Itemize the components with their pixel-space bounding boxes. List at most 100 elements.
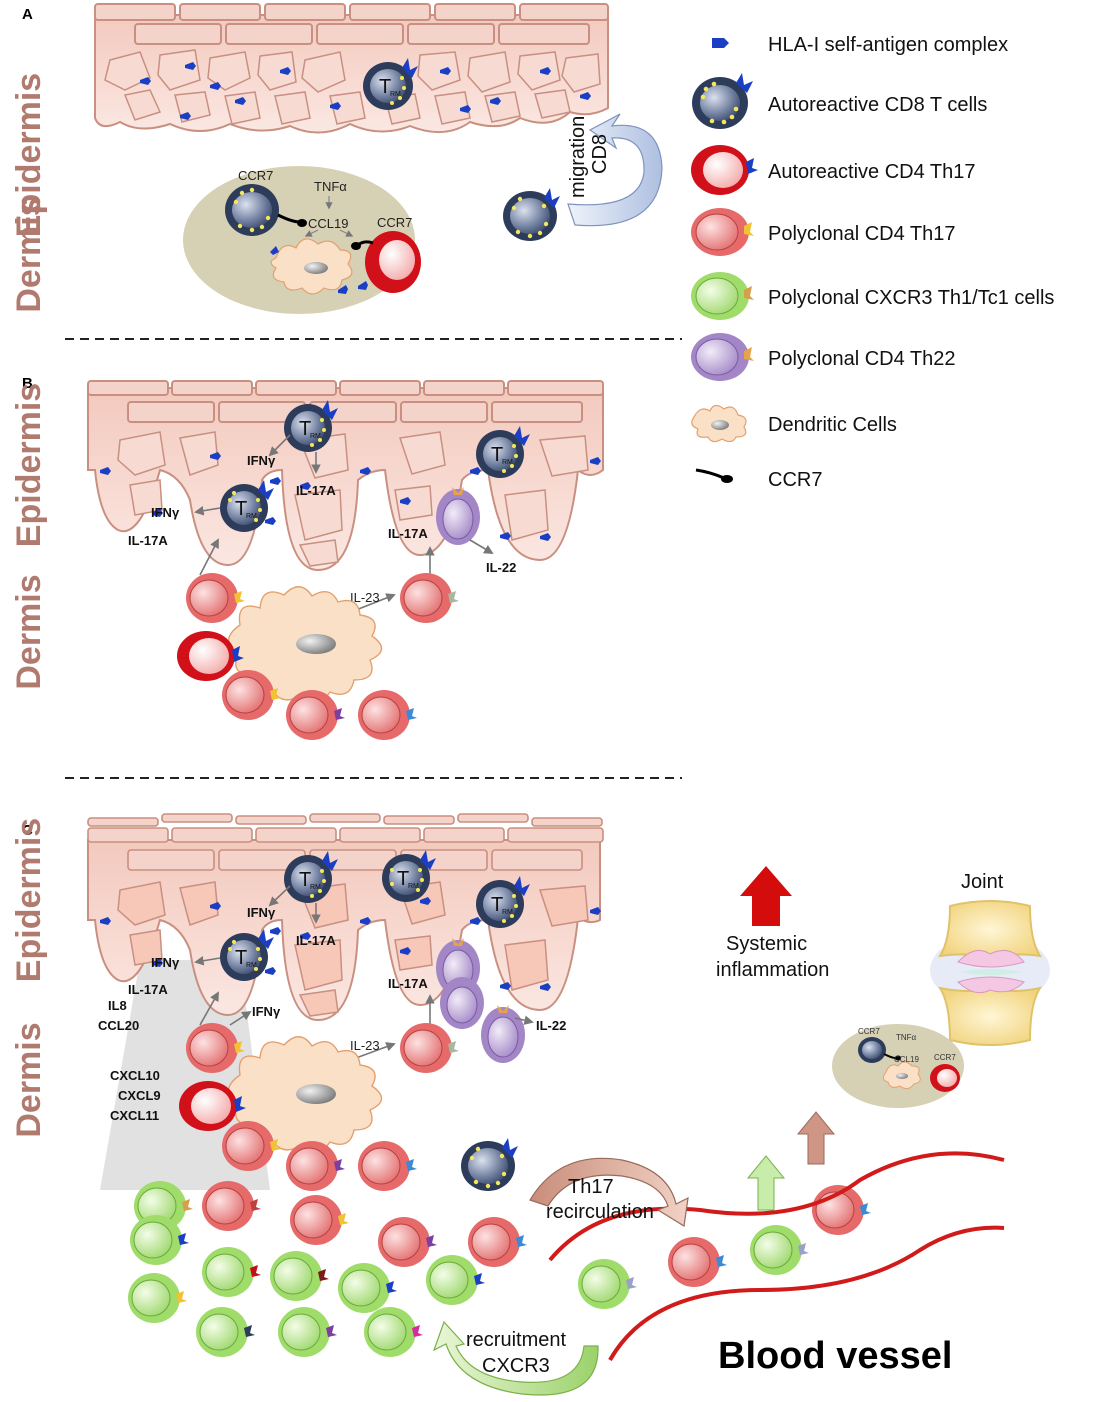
dc-ln <box>270 238 353 295</box>
polyclonal-th17-icon <box>691 208 754 256</box>
trm-rm-c3: RM <box>502 909 513 916</box>
th17-cell-b <box>177 631 244 681</box>
label-th17: Th17 <box>568 1176 614 1198</box>
label-cxcl9: CXCL9 <box>118 1088 161 1103</box>
label-mini-ccr7-left: CCR7 <box>858 1027 880 1036</box>
panel-label-b: B <box>22 375 33 392</box>
region-dermis-a: Dermis <box>10 197 48 312</box>
label-il17a-center-c: IL-17A <box>296 933 336 948</box>
region-dermis-c: Dermis <box>10 1022 48 1137</box>
cd8-cell-ln <box>225 184 279 236</box>
label-il17a-right-b: IL-17A <box>388 526 428 541</box>
label-cxcl10: CXCL10 <box>110 1068 160 1083</box>
label-il22-b: IL-22 <box>486 560 516 575</box>
exit-arrow-brown <box>796 1111 836 1165</box>
trm-cell-a: T RM <box>363 58 418 110</box>
dendritic-cell-icon <box>691 404 747 443</box>
mini-lymph-node: CCR7 TNFα CCL19 CCR7 <box>832 1024 964 1108</box>
legend-label-ccr7: CCR7 <box>768 469 822 491</box>
legend: HLA-I self-antigen complex Autoreactive … <box>691 34 1054 491</box>
label-il8: IL8 <box>108 998 127 1013</box>
label-il23-b: IL-23 <box>350 590 380 605</box>
legend-label-cxcr3: Polyclonal CXCR3 Th1/Tc1 cells <box>768 287 1054 309</box>
trm-t-c2: T <box>397 868 409 890</box>
label-mini-ccl19: CCL19 <box>894 1055 919 1064</box>
legend-label-hla: HLA-I self-antigen complex <box>768 34 1008 56</box>
region-epidermis-b: Epidermis <box>10 383 48 547</box>
pink-cells-c <box>186 1023 871 1287</box>
region-dermis-b: Dermis <box>10 574 48 689</box>
lymph-node-a: CCR7 TNFα CCL19 CCR7 <box>183 166 421 314</box>
trm-rm-b1: RM <box>310 433 321 440</box>
label-il17a-center-b: IL-17A <box>296 483 336 498</box>
th17-cell-ln <box>365 231 421 293</box>
label-ifng-left-c: IFNγ <box>151 955 180 970</box>
joint-icon <box>930 900 1050 1046</box>
trm-rm-b2: RM <box>502 459 513 466</box>
trm-rm-b3: RM <box>246 513 257 520</box>
label-recruitment: recruitment <box>466 1329 566 1351</box>
trm-rm-c1: RM <box>310 884 321 891</box>
legend-label-dc: Dendritic Cells <box>768 414 897 436</box>
label-cxcl11: CXCL11 <box>110 1108 159 1123</box>
cd4-th17-icon <box>691 145 758 195</box>
hla-complex-icon <box>712 38 729 48</box>
label-ifng-lower-c: IFNγ <box>252 1004 281 1019</box>
label-ifng-top-c: IFNγ <box>247 905 276 920</box>
label-il22-c: IL-22 <box>536 1018 566 1033</box>
label-joint: Joint <box>961 871 1004 893</box>
pink-cells-b <box>186 573 459 740</box>
th22-cell-icon <box>691 333 754 381</box>
legend-label-polyclonal-th17: Polyclonal CD4 Th17 <box>768 223 956 245</box>
legend-label-th17: Autoreactive CD4 Th17 <box>768 161 976 183</box>
trm-cell-b2: T RM <box>476 426 530 478</box>
panel-a: A Epidermis Dermis T RM <box>10 3 663 314</box>
cd8-cell-migrating <box>503 188 560 241</box>
th22-cell-b <box>436 487 480 545</box>
blood-vessel <box>548 1151 1005 1361</box>
label-il17a-left-b: IL-17A <box>128 533 168 548</box>
cxcr3-cell-icon <box>691 272 754 320</box>
trm-t-b2: T <box>491 444 503 466</box>
th17-recirculation-arrow: Th17 recirculation <box>529 1157 689 1227</box>
trm-cell-b3: T RM <box>220 480 274 532</box>
trm-t-c1: T <box>299 869 311 891</box>
label-migration: migration <box>567 116 589 198</box>
ccr7-receptor-icon <box>695 468 733 483</box>
epidermis-a <box>94 3 609 134</box>
label-inflammation: inflammation <box>716 959 829 981</box>
label-systemic: Systemic <box>726 933 807 955</box>
th22-cells-c <box>436 938 525 1063</box>
label-tnfa-a: TNFα <box>314 179 347 194</box>
panel-b: B Epidermis Dermis T RM <box>10 375 604 740</box>
label-il17a-right-c: IL-17A <box>388 976 428 991</box>
trm-rm-c2: RM <box>408 883 419 890</box>
label-mini-ccr7-right: CCR7 <box>934 1053 956 1062</box>
trm-t-b1: T <box>299 418 311 440</box>
trm-cell-c3: T RM <box>476 876 530 928</box>
trm-rm-c4: RM <box>246 962 257 969</box>
trm-rm-a: RM <box>390 91 401 98</box>
systemic-inflammation-arrow <box>740 866 792 926</box>
trm-t-c3: T <box>491 894 503 916</box>
trm-cell-c2: T RM <box>382 850 436 902</box>
label-cd8-migration: CD8 <box>589 134 611 174</box>
exit-arrow-green <box>746 1155 786 1211</box>
label-recirculation: recirculation <box>546 1201 654 1223</box>
label-mini-tnfa: TNFα <box>896 1033 917 1042</box>
region-epidermis-c: Epidermis <box>10 818 48 982</box>
cxcr3-recruitment-arrow: recruitment CXCR3 <box>432 1320 599 1396</box>
th17-cell-c <box>179 1081 246 1131</box>
legend-label-cd8: Autoreactive CD8 T cells <box>768 94 987 116</box>
panel-c: C Epidermis Dermis T RM <box>10 813 1050 1396</box>
cd8-cell-dermis-c <box>461 1138 518 1191</box>
label-ccr7-right-a: CCR7 <box>377 215 412 230</box>
legend-label-th22: Polyclonal CD4 Th22 <box>768 348 956 370</box>
region-epidermis-a: Epidermis <box>10 73 48 237</box>
label-ifng-top-b: IFNγ <box>247 453 276 468</box>
label-ccl19-a: CCL19 <box>308 216 348 231</box>
epidermis-b <box>87 380 604 572</box>
panel-label-c: C <box>22 822 33 839</box>
label-ifng-left-b: IFNγ <box>151 505 180 520</box>
